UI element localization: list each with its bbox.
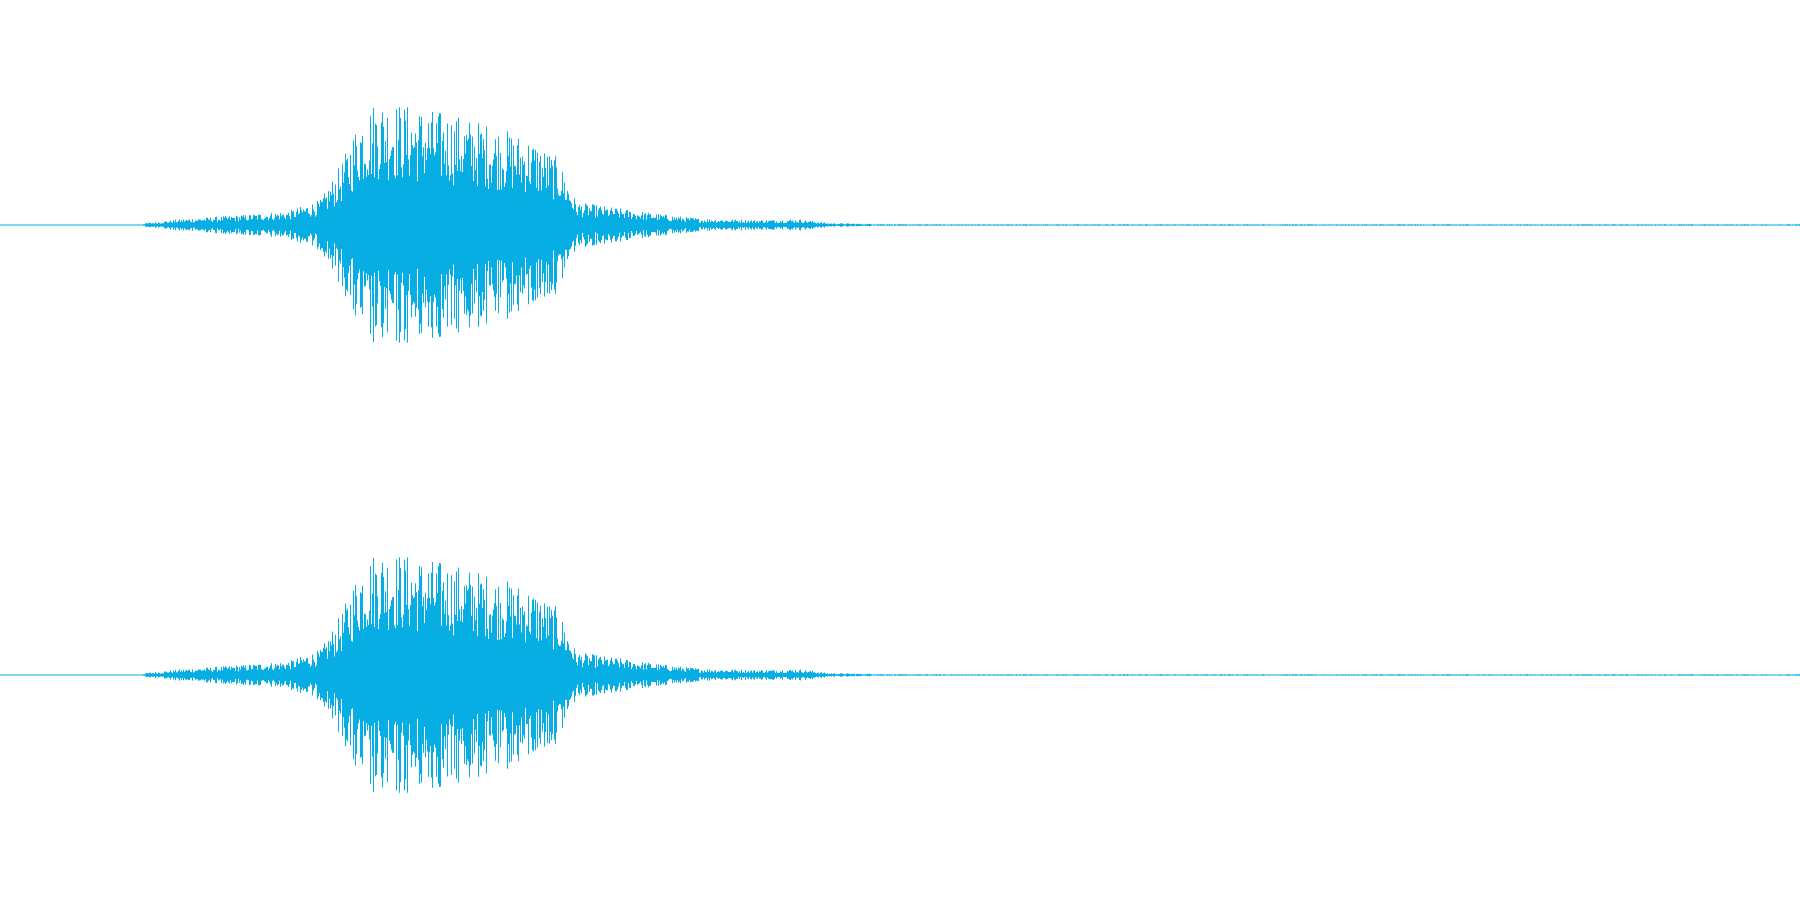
waveform-channel-right-graph	[0, 557, 1800, 793]
waveform-channel-left-graph	[0, 107, 1800, 343]
waveform-channel-left	[0, 107, 1800, 343]
waveform-channel-right	[0, 450, 1800, 900]
